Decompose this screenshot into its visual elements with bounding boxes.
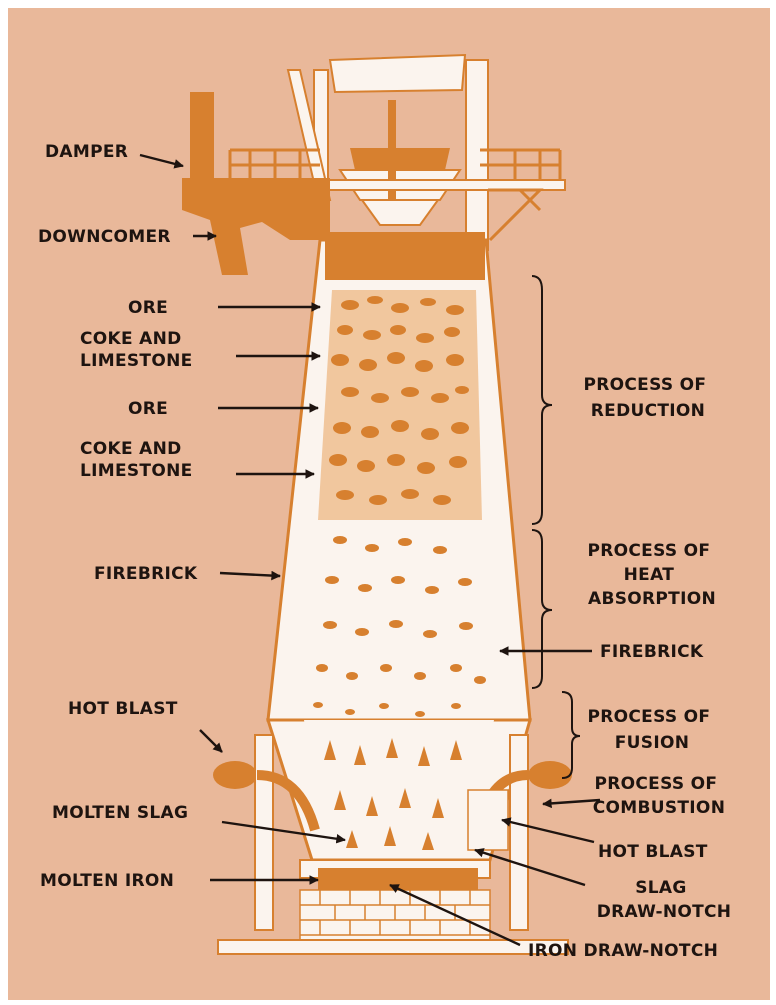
label-ore-1: ORE [128,298,168,318]
label-firebrick-left: FIREBRICK [94,564,198,584]
label-hot-blast-right: HOT BLAST [598,842,708,862]
label-hot-blast-left: HOT BLAST [68,699,178,719]
label-downcomer: DOWNCOMER [38,227,171,247]
label-molten-iron: MOLTEN IRON [40,871,174,891]
label-iron-draw-notch: IRON DRAW-NOTCH [528,941,718,961]
label-molten-slag: MOLTEN SLAG [52,803,188,823]
label-ore-2: ORE [128,399,168,419]
label-firebrick-right: FIREBRICK [600,642,704,662]
label-damper: DAMPER [45,142,128,162]
